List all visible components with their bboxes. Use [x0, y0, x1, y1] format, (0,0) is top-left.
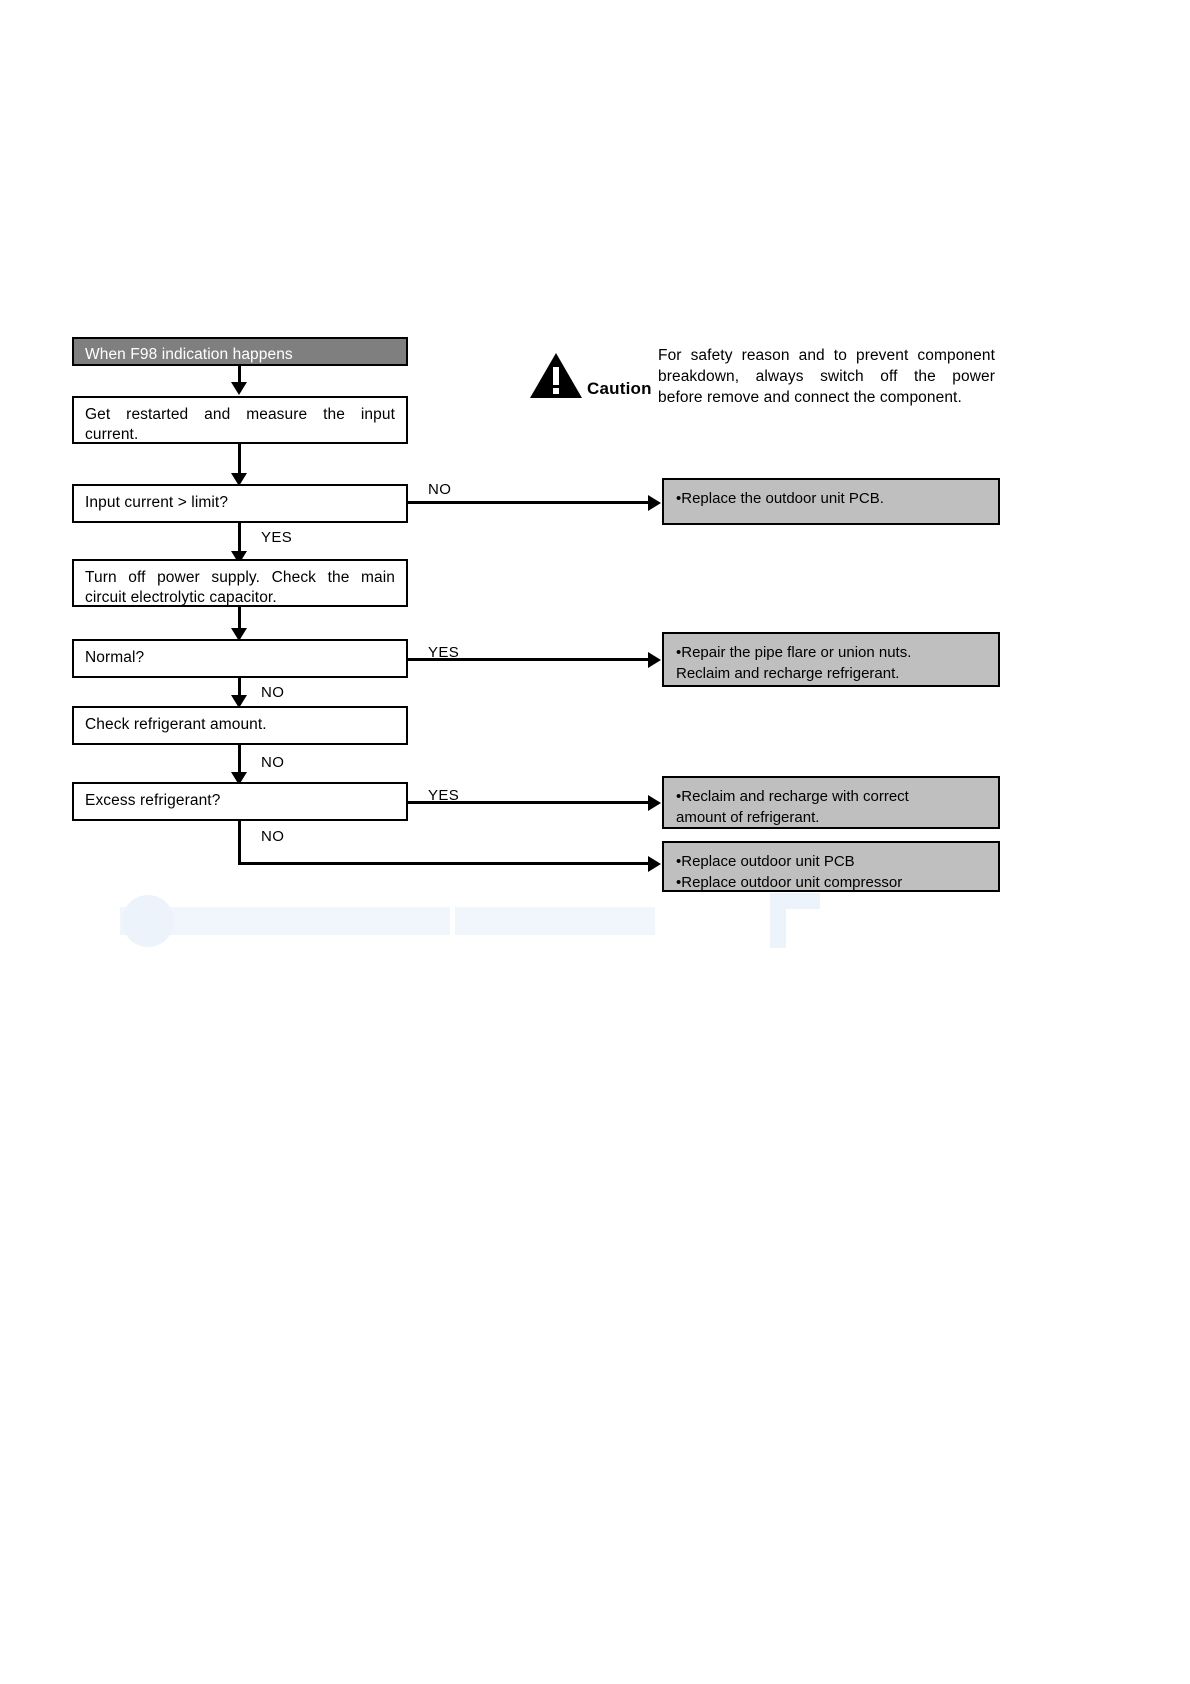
result-replace-pcb-compressor-box: •Replace outdoor unit PCB •Replace outdo…	[662, 841, 1000, 892]
branch-label-after-check: NO	[261, 754, 285, 771]
caution-block: Caution For safety reason and to prevent…	[520, 340, 1020, 420]
flow-check-refrigerant-label: Check refrigerant amount.	[85, 716, 267, 733]
warning-triangle-icon	[528, 351, 584, 401]
result-replace-pcb-box: •Replace the outdoor unit PCB.	[662, 478, 1000, 525]
result-repair-pipe-box: •Repair the pipe flare or union nuts. Re…	[662, 632, 1000, 687]
flow-decision-normal-label: Normal?	[85, 649, 145, 666]
result-replace-pcb-compressor-line1: •Replace outdoor unit PCB	[676, 853, 855, 870]
arrow-start-to-measure	[231, 382, 247, 395]
arrow-input-no-to-replace-pcb	[648, 495, 661, 511]
branch-label-normal-yes: YES	[428, 644, 460, 661]
flow-decision-input-current-label: Input current > limit?	[85, 494, 229, 511]
flow-decision-normal-box: Normal?	[72, 639, 408, 678]
flow-measure-line2: current.	[85, 426, 139, 443]
connector-start-to-measure	[238, 366, 241, 392]
branch-label-input-yes: YES	[261, 529, 293, 546]
caution-text-line1: For safety reason and to prevent compone…	[658, 347, 995, 364]
result-replace-pcb-line1: •Replace the outdoor unit PCB.	[676, 490, 884, 507]
connector-input-yes-to-power-off	[238, 523, 241, 561]
flow-check-refrigerant-box: Check refrigerant amount.	[72, 706, 408, 745]
connector-measure-to-input-decision	[238, 444, 241, 483]
flow-decision-input-current-box: Input current > limit?	[72, 484, 408, 523]
flow-decision-excess-label: Excess refrigerant?	[85, 792, 221, 809]
flow-measure-line1: Get restarted and measure the input	[85, 406, 395, 423]
result-replace-pcb-compressor-line2: •Replace outdoor unit compressor	[676, 874, 903, 891]
arrow-excess-yes-to-reclaim	[648, 795, 661, 811]
result-reclaim-recharge-line1: •Reclaim and recharge with correct	[676, 788, 909, 805]
caution-text-line2: breakdown, always switch off the power	[658, 368, 995, 385]
flow-power-off-line2: circuit electrolytic capacitor.	[85, 589, 277, 606]
connector-power-off-to-normal	[238, 607, 241, 638]
connector-normal-no-to-check	[238, 678, 241, 705]
connector-check-to-excess	[238, 745, 241, 782]
connector-excess-no-vertical	[238, 821, 241, 865]
result-reclaim-recharge-line2: amount of refrigerant.	[676, 809, 820, 826]
page-watermark	[120, 893, 840, 948]
branch-label-excess-no: NO	[261, 828, 285, 845]
caution-label: Caution	[587, 379, 652, 398]
flow-measure-box: Get restarted and measure the input curr…	[72, 396, 408, 444]
flow-start-box: When F98 indication happens	[72, 337, 408, 366]
arrow-measure-to-input-decision	[231, 473, 247, 486]
branch-label-excess-yes: YES	[428, 787, 460, 804]
result-repair-pipe-line1: •Repair the pipe flare or union nuts.	[676, 644, 912, 661]
flow-start-label: When F98 indication happens	[85, 346, 293, 363]
arrow-normal-yes-to-repair	[648, 652, 661, 668]
connector-input-no-to-replace-pcb	[408, 501, 648, 504]
arrow-power-off-to-normal	[231, 628, 247, 641]
branch-label-input-no: NO	[428, 481, 452, 498]
caution-text-line3: before remove and connect the component.	[658, 389, 962, 406]
arrow-normal-no-to-check	[231, 695, 247, 708]
result-reclaim-recharge-box: •Reclaim and recharge with correct amoun…	[662, 776, 1000, 829]
arrow-check-to-excess	[231, 772, 247, 785]
flow-power-off-line1: Turn off power supply. Check the main	[85, 569, 395, 586]
caution-text: For safety reason and to prevent compone…	[658, 345, 995, 408]
arrow-excess-no-to-replace-compressor	[648, 856, 661, 872]
connector-excess-yes-to-reclaim	[408, 801, 648, 804]
result-repair-pipe-line2: Reclaim and recharge refrigerant.	[676, 665, 900, 682]
branch-label-normal-no: NO	[261, 684, 285, 701]
connector-excess-no-horizontal	[238, 862, 650, 865]
flow-decision-excess-box: Excess refrigerant?	[72, 782, 408, 821]
flow-power-off-box: Turn off power supply. Check the main ci…	[72, 559, 408, 607]
connector-normal-yes-to-repair	[408, 658, 648, 661]
